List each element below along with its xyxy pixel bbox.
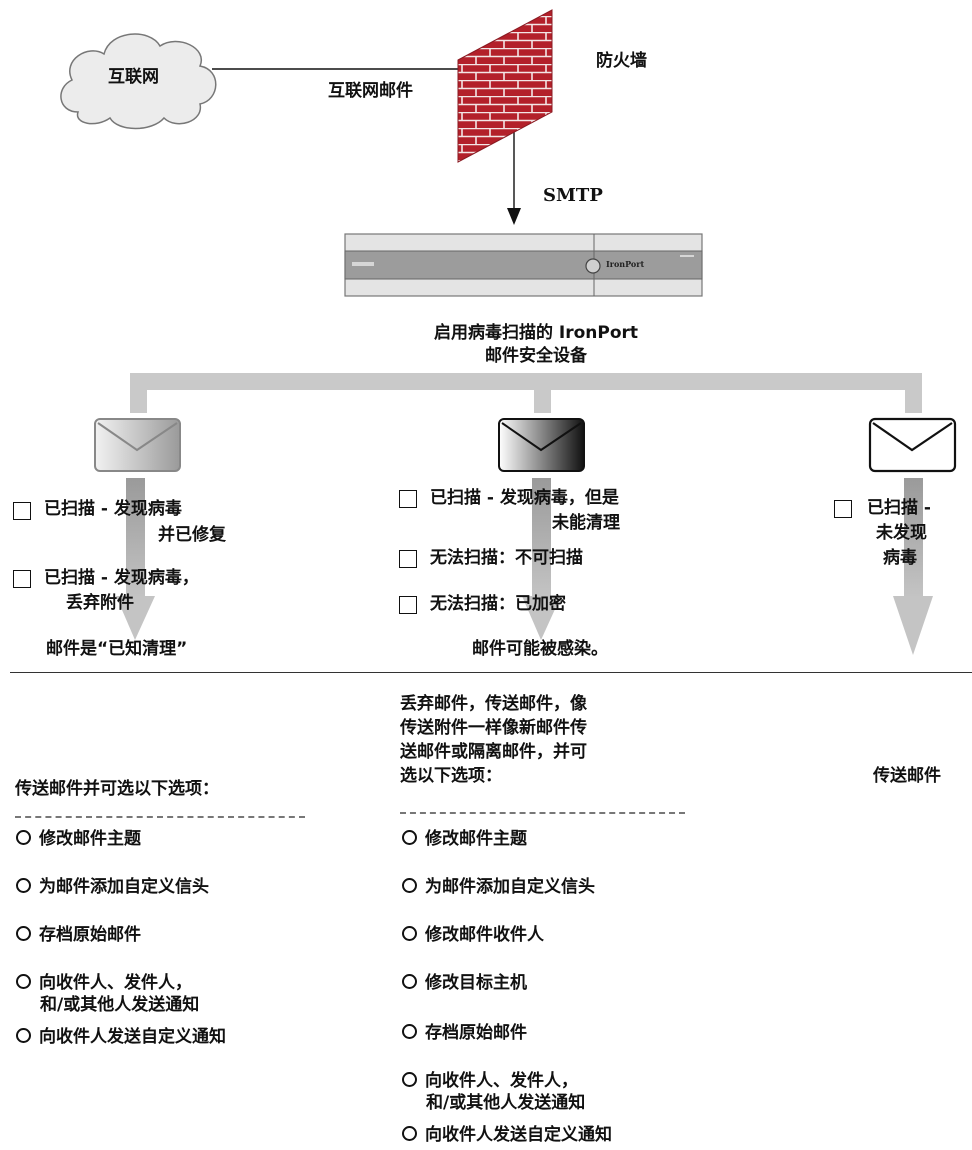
ironport-appliance: [344, 233, 703, 297]
action-text: 送邮件或隔离邮件，并可: [400, 742, 587, 762]
smtp-label: SMTP: [543, 185, 603, 206]
firewall-icon: [457, 9, 553, 163]
action-text: 传送邮件并可选以下选项：: [15, 779, 219, 799]
envelope-icon-scanned-clean: [94, 418, 181, 472]
checkbox-encrypted[interactable]: [399, 596, 417, 614]
option-sublabel: 和/或其他人发送通知: [426, 1093, 586, 1113]
option-item: 存档原始邮件: [16, 924, 141, 946]
check-label: 未能清理: [552, 513, 620, 533]
option-label: 修改邮件收件人: [425, 925, 544, 945]
envelope-icon-no-virus: [868, 417, 957, 473]
option-sublabel: 和/或其他人发送通知: [40, 995, 200, 1015]
checkbox-scanned-attachment-dropped[interactable]: [13, 570, 31, 588]
internet-cloud: [60, 33, 217, 130]
envelope-icon-possibly-infected: [498, 418, 585, 472]
radio-icon: [402, 974, 417, 989]
smtp-arrowhead: [507, 208, 521, 225]
device-brand: IronPort: [606, 259, 645, 269]
option-item: 为邮件添加自定义信头: [402, 876, 595, 898]
radio-icon: [402, 1024, 417, 1039]
action-text: 丢弃邮件，传送邮件，像: [400, 694, 587, 714]
option-label: 向收件人、发件人，: [425, 1071, 578, 1091]
internet-mail-label: 互联网邮件: [328, 81, 413, 101]
down-arrow-left: [116, 478, 155, 640]
option-label: 修改目标主机: [425, 973, 527, 993]
option-item: 向收件人发送自定义通知: [402, 1124, 612, 1146]
option-item: 为邮件添加自定义信头: [16, 876, 209, 898]
radio-icon: [16, 974, 31, 989]
option-item: 修改目标主机: [402, 972, 527, 994]
check-label: 已扫描 -: [867, 498, 931, 518]
radio-icon: [402, 830, 417, 845]
check-label: 已扫描 - 发现病毒: [44, 499, 182, 519]
down-arrow-middle: [522, 478, 561, 640]
internet-label: 互联网: [108, 67, 159, 87]
action-text: 传送邮件: [873, 766, 941, 786]
radio-icon: [402, 926, 417, 941]
radio-icon: [402, 1126, 417, 1141]
radio-icon: [16, 926, 31, 941]
status-known-clean: 邮件是“已知清理”: [46, 639, 188, 659]
option-item: 修改邮件收件人: [402, 924, 544, 946]
device-caption-line-1: 启用病毒扫描的 IronPort: [433, 323, 639, 343]
check-label: 已扫描 - 发现病毒，但是: [430, 488, 619, 508]
check-label: 并已修复: [158, 525, 226, 545]
check-label: 无法扫描：已加密: [430, 594, 566, 614]
device-caption-line-2: 邮件安全设备: [485, 346, 587, 366]
radio-icon: [16, 1028, 31, 1043]
option-label: 向收件人发送自定义通知: [425, 1125, 612, 1145]
option-label: 向收件人、发件人，: [39, 973, 192, 993]
check-label: 已扫描 - 发现病毒，: [44, 568, 199, 588]
dashed-separator: [400, 812, 685, 814]
status-possibly-infected: 邮件可能被感染。: [472, 639, 608, 659]
option-label: 存档原始邮件: [39, 925, 141, 945]
option-item: 向收件人、发件人，和/或其他人发送通知: [16, 972, 199, 1016]
check-label: 未发现: [876, 523, 927, 543]
radio-icon: [16, 878, 31, 893]
option-item: 修改邮件主题: [16, 828, 141, 850]
section-divider: [10, 672, 972, 673]
checkbox-scanned-not-cleaned[interactable]: [399, 490, 417, 508]
radio-icon: [402, 878, 417, 893]
action-text: 选以下选项：: [400, 766, 502, 786]
check-label: 无法扫描：不可扫描: [430, 548, 583, 568]
option-label: 为邮件添加自定义信头: [425, 877, 595, 897]
checkbox-scanned-repaired[interactable]: [13, 502, 31, 520]
option-label: 存档原始邮件: [425, 1023, 527, 1043]
radio-icon: [16, 830, 31, 845]
option-item: 存档原始邮件: [402, 1022, 527, 1044]
distribution-connector: [130, 373, 922, 413]
dashed-separator: [15, 816, 305, 818]
firewall-label: 防火墙: [596, 51, 647, 71]
action-text: 传送附件一样像新邮件传: [400, 718, 587, 738]
option-item: 修改邮件主题: [402, 828, 527, 850]
option-label: 向收件人发送自定义通知: [39, 1027, 226, 1047]
option-item: 向收件人发送自定义通知: [16, 1026, 226, 1048]
radio-icon: [402, 1072, 417, 1087]
option-label: 修改邮件主题: [39, 829, 141, 849]
option-label: 修改邮件主题: [425, 829, 527, 849]
check-label: 病毒: [883, 548, 917, 568]
checkbox-scanned-no-virus[interactable]: [834, 500, 852, 518]
option-item: 向收件人、发件人，和/或其他人发送通知: [402, 1070, 585, 1114]
check-label: 丢弃附件: [66, 593, 134, 613]
checkbox-unscannable[interactable]: [399, 550, 417, 568]
option-label: 为邮件添加自定义信头: [39, 877, 209, 897]
down-arrow-right: [893, 478, 933, 655]
